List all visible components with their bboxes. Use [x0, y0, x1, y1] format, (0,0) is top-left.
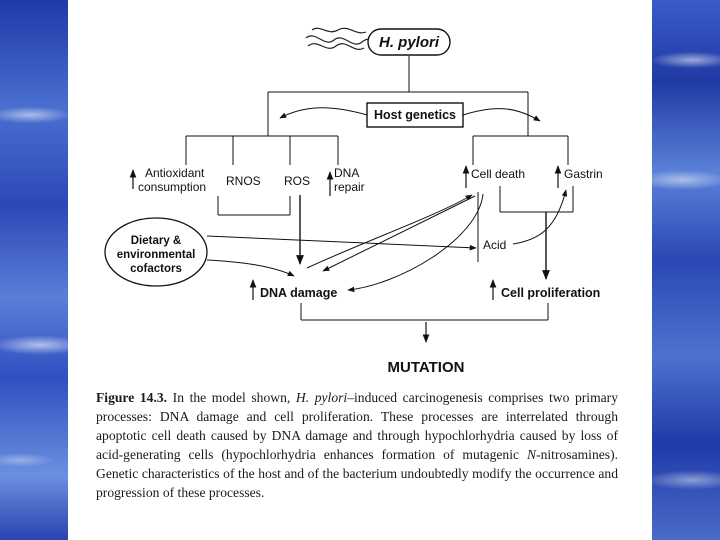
caption-text-2: –induced carcinogenesis comprises two pr…: [96, 390, 618, 462]
mutation-label: MUTATION: [388, 359, 465, 376]
gastrin-label: Gastrin: [564, 167, 603, 181]
bacterium-flagella: [305, 27, 373, 50]
dietary-cofactors-ellipse: [104, 217, 208, 287]
cell-death-cross-arrow: [322, 195, 476, 272]
cell-death-to-dna-damage-arrow: [347, 193, 484, 293]
dietary-label-1: Dietary &: [131, 235, 182, 247]
caption-text-1: In the model shown,: [172, 390, 291, 405]
bottom-connectors: [300, 303, 549, 321]
cell-death-label: Cell death: [471, 167, 525, 181]
slide-page: H. pylori Host genetics Antioxidant cons…: [68, 0, 652, 540]
dna-damage-to-cell-death-arrow: [306, 194, 473, 269]
rnos-label: RNOS: [226, 174, 261, 188]
caption-text-3: -nitrosamines). Genetic characteristics …: [96, 446, 618, 500]
figure-label: Figure 14.3.: [96, 390, 168, 405]
dna-repair-label-2: repair: [334, 180, 365, 194]
bacterium-label: H. pylori: [379, 34, 440, 51]
dietary-label-3: cofactors: [130, 263, 182, 275]
antioxidant-label-1: Antioxidant: [145, 166, 205, 180]
acid-to-gastrin-arrow: [512, 189, 568, 245]
dietary-label-2: environmental: [117, 249, 196, 261]
antioxidant-label-2: consumption: [138, 180, 206, 194]
caption-italic-2: N: [527, 446, 537, 462]
acid-label: Acid: [483, 238, 506, 252]
top-connectors: [185, 56, 569, 165]
cofactors-to-acid-arrow: [206, 235, 477, 251]
figure-caption: Figure 14.3. In the model shown, H. pylo…: [96, 389, 618, 502]
background-right-panel: [652, 0, 720, 540]
ros-label: ROS: [284, 174, 310, 188]
dna-repair-label-1: DNA: [334, 166, 359, 180]
cofactors-to-dna-damage-arrow: [206, 259, 295, 277]
background-left-panel: [0, 0, 68, 540]
left-block-connectors: [217, 196, 291, 216]
right-block-connectors: [499, 186, 574, 213]
caption-italic-1: H. pylori: [295, 390, 348, 405]
host-genetics-label: Host genetics: [374, 108, 456, 122]
cell-proliferation-label: Cell proliferation: [501, 286, 600, 300]
dna-damage-label: DNA damage: [260, 286, 337, 300]
host-to-right-arrow: [462, 108, 541, 122]
carcinogenesis-diagram: H. pylori Host genetics Antioxidant cons…: [104, 27, 603, 376]
bacterium-box: [367, 28, 451, 56]
host-to-left-arrow: [279, 107, 368, 119]
